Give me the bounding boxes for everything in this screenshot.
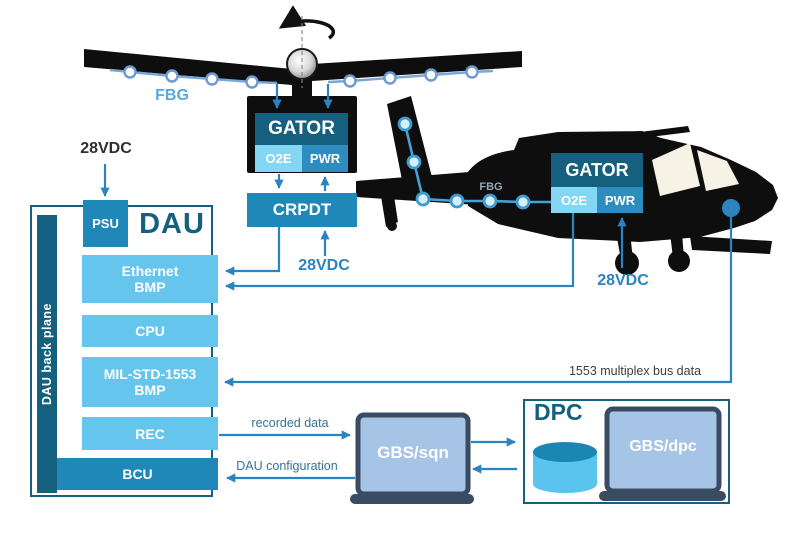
canopy-window-front bbox=[697, 150, 739, 191]
helicopter-tail-wheel bbox=[387, 221, 397, 231]
rec-box: REC bbox=[82, 417, 218, 450]
cpu-box: CPU bbox=[82, 315, 218, 347]
dau-title: DAU bbox=[139, 208, 205, 240]
dpc-box bbox=[523, 399, 730, 504]
laptop-gbs-dpc-body bbox=[599, 406, 726, 501]
canopy-window-rear bbox=[652, 143, 700, 196]
bcu-box: BCU bbox=[57, 458, 218, 490]
label-fbg-helicopter: FBG bbox=[479, 181, 503, 193]
rotor-blade-left bbox=[84, 49, 292, 85]
psu-box: PSU bbox=[83, 200, 128, 247]
nose-sensor-dot bbox=[722, 199, 740, 217]
label-28vdc-crpdt: 28VDC bbox=[298, 257, 350, 274]
ethernet-bmp-box: Ethernet BMP bbox=[82, 255, 218, 303]
gbs-dpc-label: GBS/dpc bbox=[629, 438, 697, 455]
dau-backplane-bar: DAU back plane bbox=[37, 215, 57, 493]
label-dau-configuration: DAU configuration bbox=[236, 459, 338, 473]
helicopter-front-wheel bbox=[668, 250, 690, 272]
label-28vdc-helicopter: 28VDC bbox=[597, 272, 649, 289]
laptop-gbs-sqn-body bbox=[350, 412, 474, 504]
arrow-crpdt-to-ethernet bbox=[225, 227, 281, 276]
dpc-title: DPC bbox=[534, 399, 583, 425]
crpdt-box: CRPDT bbox=[247, 193, 357, 227]
arrow-1553-bus-to-mil1553 bbox=[224, 217, 733, 387]
heli-gator-box: GATOR bbox=[551, 153, 643, 187]
label-recorded-data: recorded data bbox=[251, 416, 329, 430]
rotation-arrow-icon bbox=[278, 5, 336, 40]
fbg-sensors-helicopter bbox=[397, 116, 531, 210]
arrow-heli-o2e-to-ethernet bbox=[225, 213, 575, 291]
rotor-gator-pwr-box: PWR bbox=[302, 145, 348, 172]
gbs-sqn-label: GBS/sqn bbox=[377, 443, 449, 462]
heli-gator-pwr-box: PWR bbox=[597, 187, 643, 213]
rotor-gator-box: GATOR bbox=[255, 113, 348, 145]
rotor-gator-o2e-box: O2E bbox=[255, 145, 302, 172]
label-28vdc-dau: 28VDC bbox=[80, 140, 132, 157]
label-fbg-rotor: FBG bbox=[155, 87, 189, 104]
dau-enclosure bbox=[30, 205, 213, 497]
label-1553-bus: 1553 multiplex bus data bbox=[568, 364, 702, 378]
fbg-sensors-rotor bbox=[123, 65, 479, 89]
mil-std-1553-bmp-box: MIL-STD-1553 BMP bbox=[82, 357, 218, 407]
database-cylinder-icon bbox=[533, 442, 597, 493]
rotor-blade-right bbox=[312, 51, 522, 81]
heli-gator-o2e-box: O2E bbox=[551, 187, 597, 213]
dau-backplane-label: DAU back plane bbox=[40, 302, 54, 406]
